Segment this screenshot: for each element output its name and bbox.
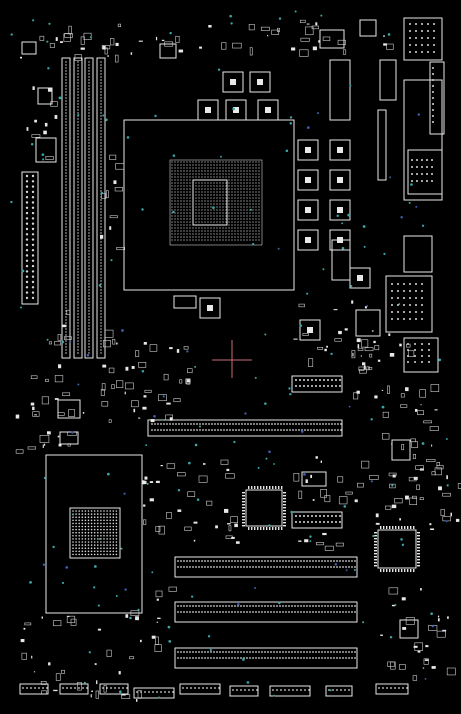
atx-power-connector[interactable] [21, 171, 39, 305]
pcie-slot-4[interactable] [174, 647, 358, 669]
pcie-x16-slot-1[interactable] [147, 419, 343, 437]
rear-io-connectors[interactable] [385, 17, 445, 373]
super-io-chip[interactable] [242, 486, 286, 530]
cursor-crosshair [212, 340, 252, 378]
cpu-socket[interactable] [123, 119, 295, 291]
vias [10, 10, 449, 699]
dimm-pin-rows [65, 61, 102, 354]
vrm-components[interactable] [197, 59, 397, 341]
dimm-slot-4[interactable] [96, 57, 106, 359]
header-connector-1[interactable] [291, 375, 343, 393]
dimm-slots[interactable] [61, 57, 106, 359]
bottom-edge-headers[interactable] [19, 683, 409, 699]
header-connector-2[interactable] [291, 511, 343, 529]
dimm-slot-2[interactable] [73, 57, 83, 359]
smd-components [15, 19, 461, 702]
chipset-pch[interactable] [45, 454, 143, 614]
lan-controller-chip[interactable] [374, 526, 420, 572]
dimm-slot-1[interactable] [61, 57, 71, 359]
pcie-slot-3[interactable] [174, 601, 358, 623]
pcie-slot-2[interactable] [174, 556, 358, 578]
cpu-socket-pin-grid [171, 161, 260, 241]
dimm-slot-3[interactable] [84, 57, 94, 359]
pch-bga-grid [72, 510, 118, 556]
